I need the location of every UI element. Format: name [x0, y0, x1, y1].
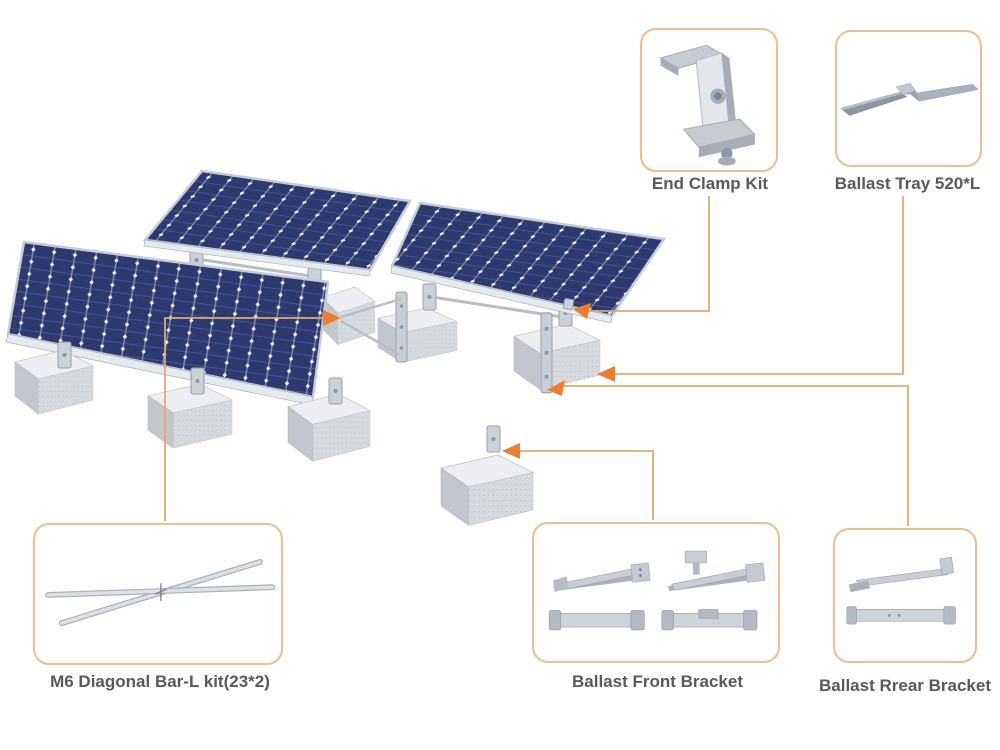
ballast-block: [147, 383, 233, 449]
end-clamp-box: [640, 28, 778, 172]
ballast-front-bracket-label: Ballast Front Bracket: [572, 672, 743, 691]
ballast-tray-image: [840, 83, 979, 116]
solar-panel-front: [5, 240, 330, 406]
callout-arrow-rear-bracket: [547, 380, 565, 396]
end-clamp-part: [562, 298, 575, 311]
end-clamp-label: End Clamp Kit: [651, 174, 769, 193]
callout-line-front-bracket: [516, 450, 654, 520]
callout-line-end-clamp: [584, 196, 710, 312]
diagonal-struts: [340, 297, 402, 356]
front-bracket-pier: [190, 367, 205, 395]
rear-bracket-image: [846, 556, 956, 625]
ballast-tray-label: Ballast Tray 520*L: [834, 174, 981, 193]
callout-line-rear-bracket: [564, 385, 909, 526]
diagonal-bars-image: [45, 559, 276, 627]
solar-panel-back-left: [142, 169, 413, 277]
callout-line-ballast-tray: [610, 196, 904, 375]
mounting-rail: [196, 257, 318, 279]
ballast-block: [287, 393, 371, 462]
ballast-rear-bracket-label: Ballast Rrear Bracket: [819, 676, 991, 695]
callout-line-m6-bar: [164, 317, 324, 521]
ballast-front-bracket-box: [532, 522, 780, 663]
callout-arrow-front-bracket: [502, 443, 520, 459]
support-pier: [422, 283, 437, 311]
ballast-block: [513, 323, 601, 390]
ballast-block: [14, 349, 94, 415]
rear-bracket-upright: [395, 291, 408, 363]
m6-diagonal-bar-label: M6 Diagonal Bar-L kit(23*2): [50, 672, 270, 691]
ballast-block: [440, 454, 534, 526]
mounting-rail: [431, 295, 563, 319]
callout-arrow-ballast-tray: [597, 366, 615, 382]
ballast-block: [377, 307, 458, 363]
m6-diagonal-bar-box: [33, 523, 283, 665]
front-bracket-pier: [486, 425, 501, 453]
callout-arrow-end-clamp: [573, 303, 591, 319]
ballast-tray-box: [835, 30, 982, 167]
front-bracket-pier: [57, 341, 72, 369]
front-bracket-image: [548, 550, 766, 631]
solar-panel-back-right: [390, 201, 667, 324]
end-clamp-image: [659, 44, 756, 166]
callout-arrow-m6-bar: [323, 310, 341, 326]
rear-bracket-upright: [540, 312, 553, 394]
front-bracket-pier: [328, 377, 343, 405]
ballast-rear-bracket-box: [833, 528, 977, 663]
